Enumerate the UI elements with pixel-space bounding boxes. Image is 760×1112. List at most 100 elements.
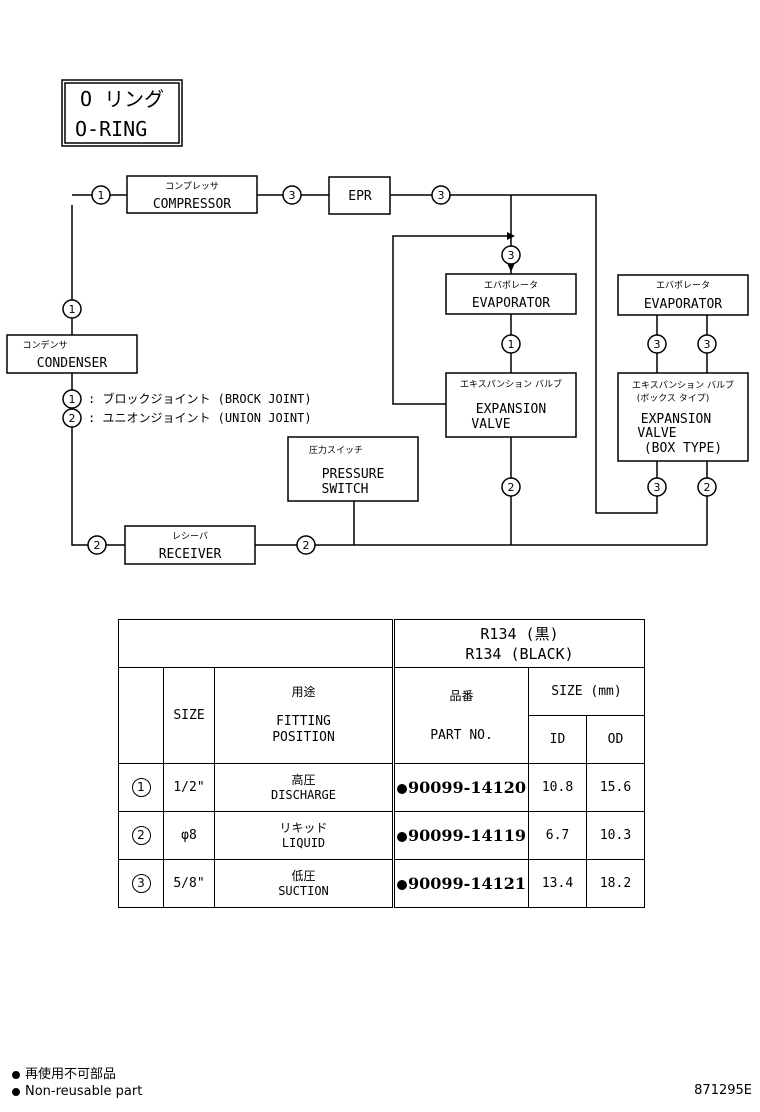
row-od: 10.3: [586, 811, 645, 860]
marker-num: 1: [508, 338, 515, 351]
legend-marker-2: 2: [69, 412, 76, 425]
size-header: SIZE: [163, 667, 215, 764]
row-id: 13.4: [528, 859, 587, 908]
expansion-valve-box-label-jp1: エキスパンション バルブ: [632, 379, 734, 391]
legend-text-2: : ユニオンジョイント (UNION JOINT): [88, 411, 312, 425]
expansion-valve-label-jp: エキスパンション バルブ: [460, 378, 562, 390]
row-part-no: 90099-14120: [408, 778, 526, 797]
row-fitting-jp: 低圧: [291, 868, 316, 883]
row-size: φ8: [163, 811, 215, 860]
footer-en: Non-reusable part: [25, 1084, 143, 1099]
row-size: 5/8": [163, 859, 215, 908]
non-reusable-dot-icon: [397, 783, 408, 794]
marker-num: 3: [508, 249, 515, 262]
pipe: [71, 373, 89, 546]
legend-marker-1: 1: [69, 393, 76, 406]
bullet-dot-icon: [12, 1070, 20, 1079]
row-od: 15.6: [586, 763, 645, 812]
expansion-valve-box-label-3: (BOX TYPE): [644, 441, 722, 456]
table-corner: [118, 619, 395, 668]
condenser-label-jp: コンデンサ: [22, 339, 67, 351]
partno-header-en: PART NO.: [430, 727, 493, 743]
receiver-label-jp: レシーバ: [172, 531, 208, 542]
marker-num: 2: [303, 539, 310, 552]
title-jp: O リング: [80, 87, 164, 111]
row-fitting-en: DISCHARGE: [270, 787, 337, 802]
legend-text-1: : ブロックジョイント (BROCK JOINT): [88, 391, 312, 406]
fitting-header-en2: POSITION: [272, 730, 335, 745]
expansion-valve-box-label-1: EXPANSION: [641, 412, 711, 427]
marker-num: 3: [289, 189, 296, 202]
compressor-label-jp: コンプレッサ: [165, 181, 219, 192]
footer-jp: 再使用不可部品: [25, 1067, 117, 1082]
marker-num: 3: [654, 338, 661, 351]
partno-header: 品番 PART NO.: [393, 667, 529, 764]
row-fitting-jp: 高圧: [291, 772, 316, 787]
epr-label: EPR: [348, 189, 372, 204]
row-part-no: 90099-14121: [408, 874, 526, 893]
refrigerant-en: R134 (BLACK): [465, 644, 574, 663]
marker-num: 1: [69, 303, 76, 316]
marker-circle: [91, 185, 111, 205]
refrigerant-jp: R134 (黒): [480, 624, 559, 643]
row-od: 18.2: [586, 859, 645, 908]
expansion-valve-label-1: EXPANSION: [476, 402, 546, 417]
condenser-label: CONDENSER: [37, 356, 108, 371]
evaporator2-label: EVAPORATOR: [644, 297, 722, 312]
expansion-valve-label-2: VALVE: [471, 417, 510, 432]
row-num: 2: [131, 826, 151, 845]
pressure-switch-label-jp: 圧力スイッチ: [309, 444, 363, 456]
row-part: 90099-14120: [393, 763, 529, 812]
marker-num: 1: [98, 189, 105, 202]
bullet-dot-icon: [12, 1087, 20, 1096]
marker-num: 3: [438, 189, 445, 202]
parts-table: R134 (黒) R134 (BLACK) SIZE 用途 FITTING PO…: [118, 619, 645, 908]
partno-header-jp: 品番: [449, 688, 474, 703]
non-reusable-dot-icon: [397, 831, 408, 842]
row-fitting-jp: リキッド: [279, 820, 328, 835]
row-fitting-en: SUCTION: [278, 883, 329, 898]
row-num: 3: [131, 874, 151, 893]
num-header: [118, 667, 164, 764]
title-box: [61, 79, 183, 147]
fitting-header: 用途 FITTING POSITION: [214, 667, 395, 764]
compressor-label: COMPRESSOR: [153, 197, 231, 212]
row-id: 6.7: [528, 811, 587, 860]
row-size: 1/2": [163, 763, 215, 812]
refrigerant-header: R134 (黒) R134 (BLACK): [393, 619, 645, 668]
id-header: ID: [528, 715, 587, 764]
evaporator2-label-jp: エバポレータ: [656, 280, 710, 291]
row-id: 10.8: [528, 763, 587, 812]
title-en: O-RING: [75, 117, 147, 141]
evaporator1-label-jp: エバポレータ: [484, 280, 538, 291]
row-part: 90099-14119: [393, 811, 529, 860]
od-header: OD: [586, 715, 645, 764]
size-mm-header: SIZE (mm): [528, 667, 645, 716]
receiver-label: RECEIVER: [159, 547, 222, 562]
expansion-valve-box-label-jp2: (ボックス タイプ): [637, 393, 710, 404]
expansion-valve-box-label-2: VALVE: [637, 426, 676, 441]
row-fitting-en: LIQUID: [281, 835, 326, 850]
footer-note: 再使用不可部品 Non-reusable part: [12, 1066, 142, 1100]
non-reusable-dot-icon: [397, 879, 408, 890]
pressure-switch-box: [287, 436, 419, 502]
fitting-header-jp: 用途: [291, 685, 316, 699]
expansion-valve-boxtype-box: [617, 372, 749, 462]
row-part: 90099-14121: [393, 859, 529, 908]
marker-num: 2: [704, 481, 711, 494]
pressure-switch-label-1: PRESSURE: [322, 467, 385, 482]
marker-num: 2: [508, 481, 515, 494]
marker-num: 3: [704, 338, 711, 351]
row-part-no: 90099-14119: [408, 826, 526, 845]
evaporator2-box: [617, 274, 749, 316]
marker-num: 3: [654, 481, 661, 494]
row-num: 1: [131, 778, 151, 797]
marker-num: 2: [94, 539, 101, 552]
evaporator1-label: EVAPORATOR: [472, 296, 550, 311]
